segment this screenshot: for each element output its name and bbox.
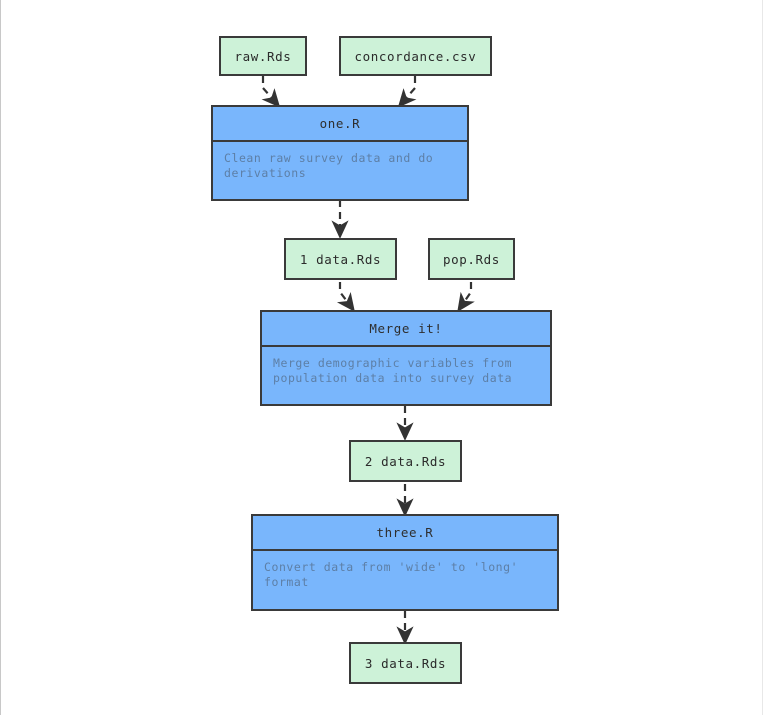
node-description-row: Convert data from 'wide' to 'long' forma… [253,551,557,609]
node-pop-rds[interactable]: pop.Rds [428,238,515,280]
node-one-r[interactable]: one.R Clean raw survey data and do deriv… [211,105,469,201]
edge-pop-to-merge [457,282,475,312]
node-label: 2 data.Rds [364,453,447,469]
node-label: raw.Rds [234,48,292,64]
edge-data1-to-merge [336,282,355,312]
node-description: Convert data from 'wide' to 'long' forma… [264,560,519,589]
node-label: 3 data.Rds [364,655,447,671]
node-title: Merge it! [369,321,443,336]
node-title-row: one.R [213,107,467,142]
node-description-row: Clean raw survey data and do derivations [213,142,467,199]
node-merge-it[interactable]: Merge it! Merge demographic variables fr… [260,310,552,406]
node-title-row: Merge it! [262,312,550,347]
node-description: Clean raw survey data and do derivations [224,151,434,180]
node-3-data-rds[interactable]: 3 data.Rds [349,642,462,684]
edge-concordance-to-one [397,76,417,108]
node-title: three.R [376,525,434,540]
node-raw-rds[interactable]: raw.Rds [219,36,307,76]
node-2-data-rds[interactable]: 2 data.Rds [349,440,462,482]
node-description-row: Merge demographic variables from populat… [262,347,550,404]
node-concordance-csv[interactable]: concordance.csv [339,36,492,76]
node-three-r[interactable]: three.R Convert data from 'wide' to 'lon… [251,514,559,611]
node-label: 1 data.Rds [299,251,382,267]
node-title: one.R [319,116,361,131]
node-label: concordance.csv [354,48,477,64]
node-label: pop.Rds [443,251,500,267]
node-1-data-rds[interactable]: 1 data.Rds [284,238,397,280]
node-description: Merge demographic variables from populat… [273,356,513,385]
edge-raw-to-one [261,76,281,108]
node-title-row: three.R [253,516,557,551]
